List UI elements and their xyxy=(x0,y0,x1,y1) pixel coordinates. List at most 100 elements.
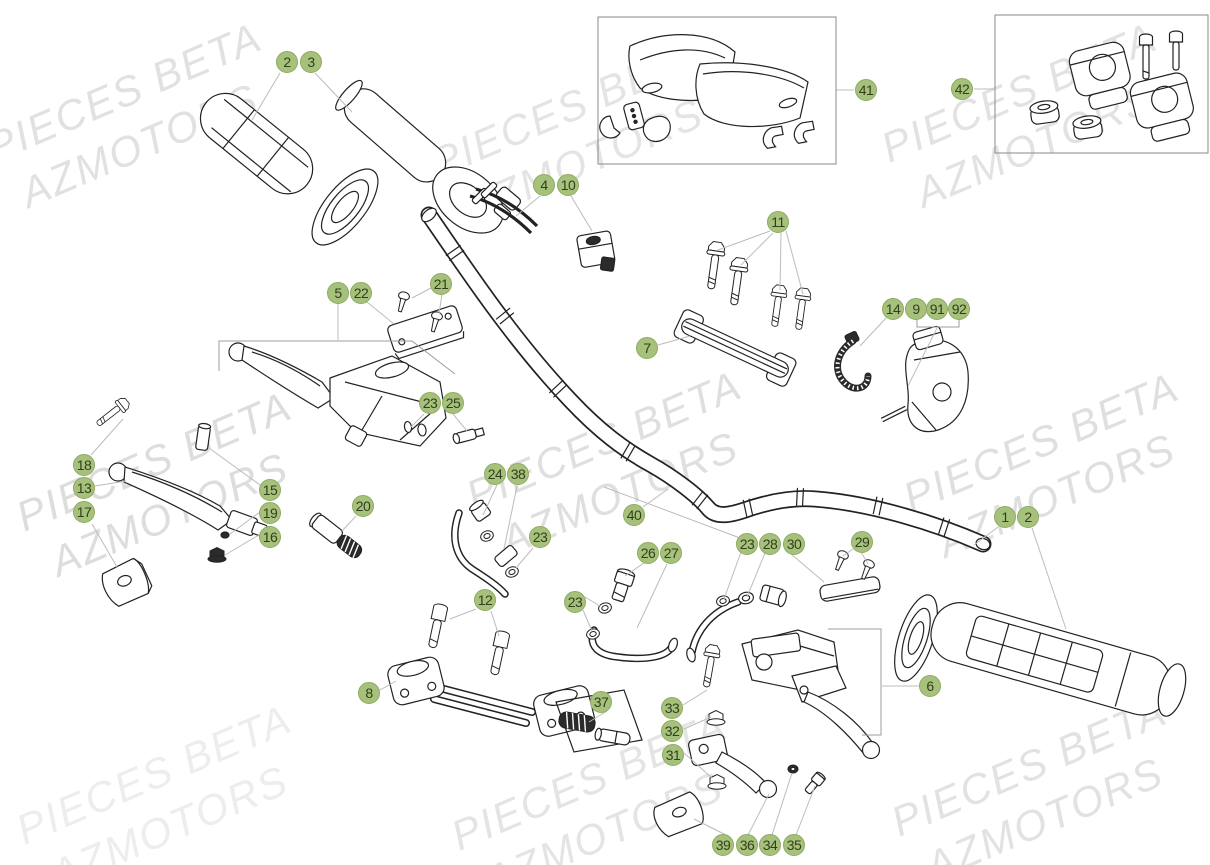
leader-line xyxy=(208,447,261,486)
leader-line xyxy=(588,710,608,723)
banjo-bolt-drawing xyxy=(611,568,636,603)
part-badge-12[interactable]: 12 xyxy=(474,589,496,611)
part-badge-9[interactable]: 9 xyxy=(905,298,927,320)
part-badge-18[interactable]: 18 xyxy=(73,454,95,476)
part-badge-30[interactable]: 30 xyxy=(783,533,805,555)
part-badge-23[interactable]: 23 xyxy=(419,392,441,414)
leader-line xyxy=(411,287,432,299)
leader-line xyxy=(642,488,669,508)
lever-holder-clamp-drawing xyxy=(101,557,153,607)
leader-line xyxy=(795,785,816,836)
leader-line xyxy=(747,793,770,836)
part-badge-19[interactable]: 19 xyxy=(259,502,281,524)
leader-line xyxy=(907,327,938,387)
part-badge-25[interactable]: 25 xyxy=(442,392,464,414)
handguard-kit-drawing xyxy=(599,34,815,149)
part-badge-11[interactable]: 11 xyxy=(767,211,789,233)
part-badge-17[interactable]: 17 xyxy=(73,501,95,523)
part-badge-22[interactable]: 22 xyxy=(350,282,372,304)
leader-line xyxy=(449,608,477,620)
bar-pad-drawing xyxy=(819,576,881,602)
leader-line xyxy=(452,413,468,432)
clutch-hose-drawing xyxy=(451,499,521,598)
plunger-pin-drawing xyxy=(195,422,212,451)
left-grip-drawing xyxy=(199,92,379,246)
right-grip-drawing xyxy=(894,594,1187,717)
leader-line xyxy=(582,609,593,632)
leader-line xyxy=(682,689,708,706)
leader-line xyxy=(842,548,854,557)
part-badge-36[interactable]: 36 xyxy=(736,834,758,856)
part-badge-10[interactable]: 10 xyxy=(557,174,579,196)
part-badge-27[interactable]: 27 xyxy=(660,542,682,564)
part-badge-29[interactable]: 29 xyxy=(851,531,873,553)
part-badge-5[interactable]: 5 xyxy=(327,282,349,304)
part-badge-38[interactable]: 38 xyxy=(507,463,529,485)
part-badge-1[interactable]: 1 xyxy=(994,506,1016,528)
leader-line xyxy=(693,818,727,836)
part-badge-91[interactable]: 91 xyxy=(926,298,948,320)
leader-line xyxy=(229,511,261,535)
part-badge-2[interactable]: 2 xyxy=(276,51,298,73)
clutch-adjuster-drawing xyxy=(452,427,486,445)
part-badge-6[interactable]: 6 xyxy=(919,675,941,697)
throttle-tube-drawing xyxy=(335,79,521,234)
kill-switch-drawing xyxy=(576,230,616,272)
leader-line xyxy=(366,301,395,325)
leader-line xyxy=(859,317,887,347)
part-badge-40[interactable]: 40 xyxy=(623,504,645,526)
bar-mount-kit-drawing xyxy=(1029,30,1194,142)
part-badge-33[interactable]: 33 xyxy=(661,697,683,719)
part-badge-23[interactable]: 23 xyxy=(529,526,551,548)
part-badge-20[interactable]: 20 xyxy=(352,495,374,517)
leader-line xyxy=(636,563,668,629)
part-badge-23[interactable]: 23 xyxy=(564,591,586,613)
part-badge-28[interactable]: 28 xyxy=(759,533,781,555)
part-badge-23[interactable]: 23 xyxy=(736,533,758,555)
leader-line xyxy=(860,551,869,565)
part-badge-35[interactable]: 35 xyxy=(783,834,805,856)
part-badge-8[interactable]: 8 xyxy=(358,682,380,704)
part-badge-26[interactable]: 26 xyxy=(637,542,659,564)
leader-line xyxy=(482,484,498,516)
part-badge-24[interactable]: 24 xyxy=(484,463,506,485)
leader-line xyxy=(785,230,804,295)
leader-line xyxy=(584,596,601,607)
leader-line xyxy=(90,418,124,456)
part-badge-39[interactable]: 39 xyxy=(712,834,734,856)
leader-line xyxy=(717,230,771,251)
part-badge-4[interactable]: 4 xyxy=(533,174,555,196)
leader-line xyxy=(1031,527,1067,630)
part-badge-37[interactable]: 37 xyxy=(590,691,612,713)
part-badge-3[interactable]: 3 xyxy=(300,51,322,73)
leader-line xyxy=(251,72,281,121)
leader-line xyxy=(515,195,541,217)
part-badge-41[interactable]: 41 xyxy=(855,79,877,101)
part-badge-7[interactable]: 7 xyxy=(636,337,658,359)
part-badge-15[interactable]: 15 xyxy=(259,479,281,501)
part-badge-16[interactable]: 16 xyxy=(259,526,281,548)
leader-line xyxy=(410,413,425,428)
leader-line xyxy=(746,552,766,598)
part-badge-42[interactable]: 42 xyxy=(951,78,973,100)
leader-line xyxy=(723,551,742,600)
cable-guide-drawing xyxy=(834,330,872,392)
leader-line xyxy=(624,562,645,577)
part-badge-13[interactable]: 13 xyxy=(73,477,95,499)
part-badge-14[interactable]: 14 xyxy=(882,298,904,320)
part-badge-34[interactable]: 34 xyxy=(759,834,781,856)
part-badge-31[interactable]: 31 xyxy=(662,744,684,766)
part-badge-2[interactable]: 2 xyxy=(1017,506,1039,528)
leader-line xyxy=(779,232,782,291)
part-badge-32[interactable]: 32 xyxy=(661,720,683,742)
part-badge-21[interactable]: 21 xyxy=(430,273,452,295)
part-badge-92[interactable]: 92 xyxy=(948,298,970,320)
handguard-kit-box xyxy=(597,16,837,165)
brake-master-cylinder-drawing xyxy=(741,629,881,760)
leader-line xyxy=(379,680,397,691)
adjuster-spring-kit-drawing xyxy=(309,512,363,559)
leader-line xyxy=(570,195,593,232)
